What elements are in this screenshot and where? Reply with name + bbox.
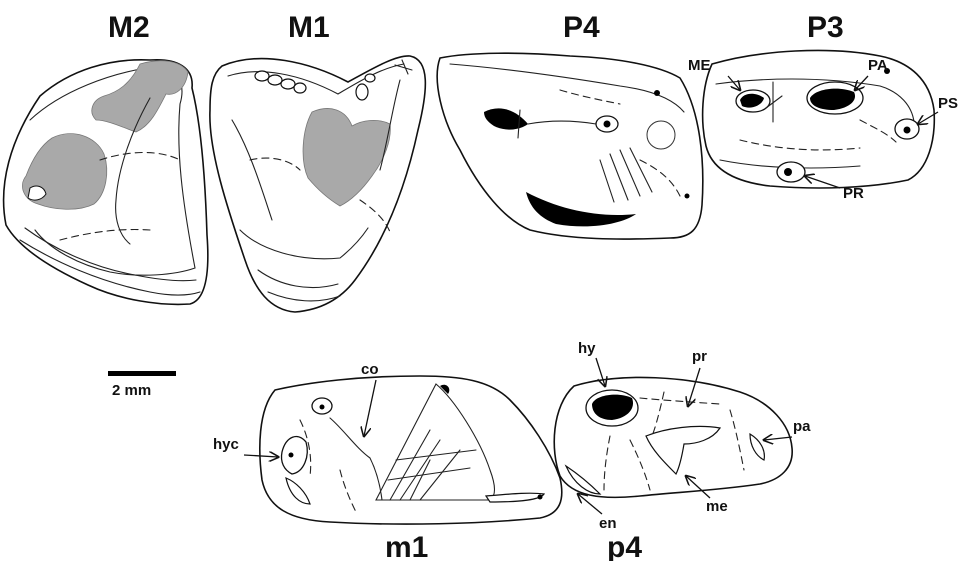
tooth-upper-p4 <box>437 53 703 239</box>
label-hy-lower: hy <box>578 340 596 357</box>
label-pr-lower: pr <box>692 348 707 365</box>
title-lower-p4: p4 <box>607 531 642 561</box>
label-me-upper: ME <box>688 57 711 74</box>
title-upper-m2: M2 <box>108 11 150 44</box>
label-ps-upper: PS <box>938 95 958 112</box>
label-pa-lower: pa <box>793 418 811 435</box>
title-lower-m1: m1 <box>385 531 428 561</box>
tooth-lower-m1 <box>260 376 562 524</box>
label-pr-upper: PR <box>843 185 864 202</box>
scale-bar-label: 2 mm <box>112 382 151 399</box>
label-en-lower: en <box>599 515 617 532</box>
scale-bar: 2 mm <box>108 371 176 399</box>
label-me-lower: me <box>706 498 728 515</box>
tooth-upper-p3 <box>703 50 935 188</box>
title-upper-m1: M1 <box>288 11 330 44</box>
tooth-upper-m1 <box>210 56 426 312</box>
title-upper-p4: P4 <box>563 11 600 44</box>
label-co-lower: co <box>361 361 379 378</box>
tooth-upper-m2 <box>4 60 208 305</box>
label-hyc-lower: hyc <box>213 436 239 453</box>
m1-cusp-beads <box>255 71 375 100</box>
tooth-lower-p4 <box>554 377 792 497</box>
label-pa-upper: PA <box>868 57 888 74</box>
title-upper-p3: P3 <box>807 11 844 44</box>
